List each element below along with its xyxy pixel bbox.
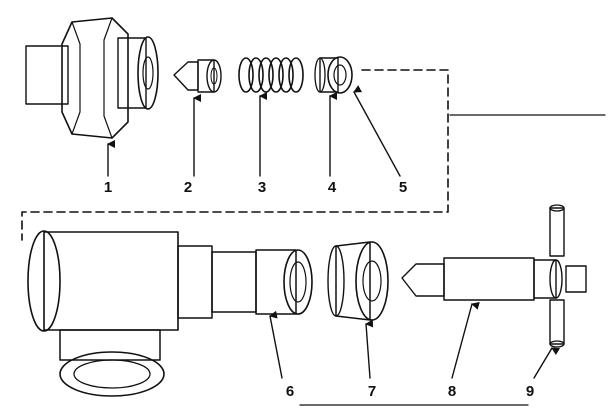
- part-label-2: 2: [184, 179, 192, 196]
- leader-8: [451, 301, 480, 379]
- part-9-t-handle-pin: [549, 204, 587, 348]
- part-label-4: 4: [328, 179, 337, 196]
- leader-lines: [107, 85, 561, 379]
- part-label-9: 9: [526, 383, 534, 400]
- part-8-threaded-stem: [401, 257, 563, 301]
- part-1-hex-fitting: [25, 17, 159, 139]
- part-label-1: 1: [104, 179, 112, 196]
- part-label-6: 6: [286, 383, 294, 400]
- leader-9: [533, 347, 561, 379]
- part-label-7: 7: [368, 383, 376, 400]
- part-label-3: 3: [258, 179, 266, 196]
- leader-7: [365, 319, 374, 379]
- part-label-8: 8: [448, 383, 456, 400]
- leader-6: [269, 310, 283, 379]
- part-2-valve-cone: [173, 59, 222, 93]
- part-4-5-washer-seat: [314, 56, 353, 94]
- assembly-guide-line-upper: [21, 69, 449, 241]
- part-3-spring: [238, 57, 304, 93]
- leader-5: [353, 85, 401, 177]
- part-7-knurled-nut: [327, 241, 389, 321]
- part-6-tee-body: [27, 230, 313, 397]
- part-label-5: 5: [399, 179, 407, 196]
